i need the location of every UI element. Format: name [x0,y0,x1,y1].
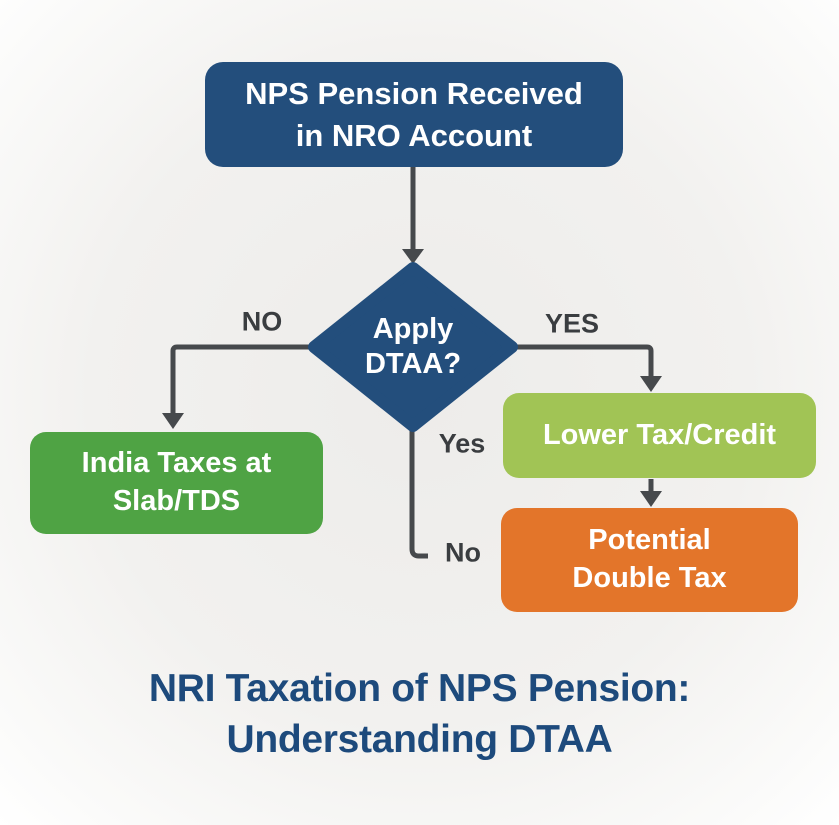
title-line1: NRI Taxation of NPS Pension: [148,667,691,710]
arrowhead-into-india-box-icon [162,413,184,429]
infographic-title: NRI Taxation of NPS Pension: Understandi… [0,664,839,765]
decision-diamond-shape [308,262,518,432]
connector-yes-branch [516,344,654,377]
node-india-line1: India Taxes at [81,447,272,480]
connector-decision-drop-line [409,428,428,559]
arrowhead-into-lower-tax-box-icon [640,376,662,392]
drop-line-label-no: No [445,537,481,568]
node-potential-double-tax: Potential Double Tax [501,508,798,612]
node-double-line1: Potential [588,524,711,557]
title-line2: Understanding DTAA [226,717,613,761]
node-india-taxes: India Taxes at Slab/TDS [30,432,323,534]
node-lower-line1: Lower Tax/Credit [542,419,777,452]
node-decision-line1: Apply [372,312,454,345]
node-decision-line2: DTAA? [364,348,462,380]
node-decision-label: Apply DTAA? [313,303,513,391]
node-double-line2: Double Tax [572,562,727,594]
node-india-line2: Slab/TDS [112,485,241,517]
connector-no-branch [170,344,310,414]
drop-line-label-yes: Yes [438,428,486,459]
arrowhead-into-decision-icon [402,249,424,264]
node-start-line1: NPS Pension Received [245,75,583,111]
node-lower-tax-credit: Lower Tax/Credit [503,393,816,478]
node-start-line2: in NRO Account [295,117,533,153]
branch-label-no: NO [241,306,283,337]
node-start: NPS Pension Received in NRO Account [205,62,623,167]
arrowhead-into-double-tax-box-icon [640,491,662,507]
branch-label-yes: YES [544,308,600,339]
